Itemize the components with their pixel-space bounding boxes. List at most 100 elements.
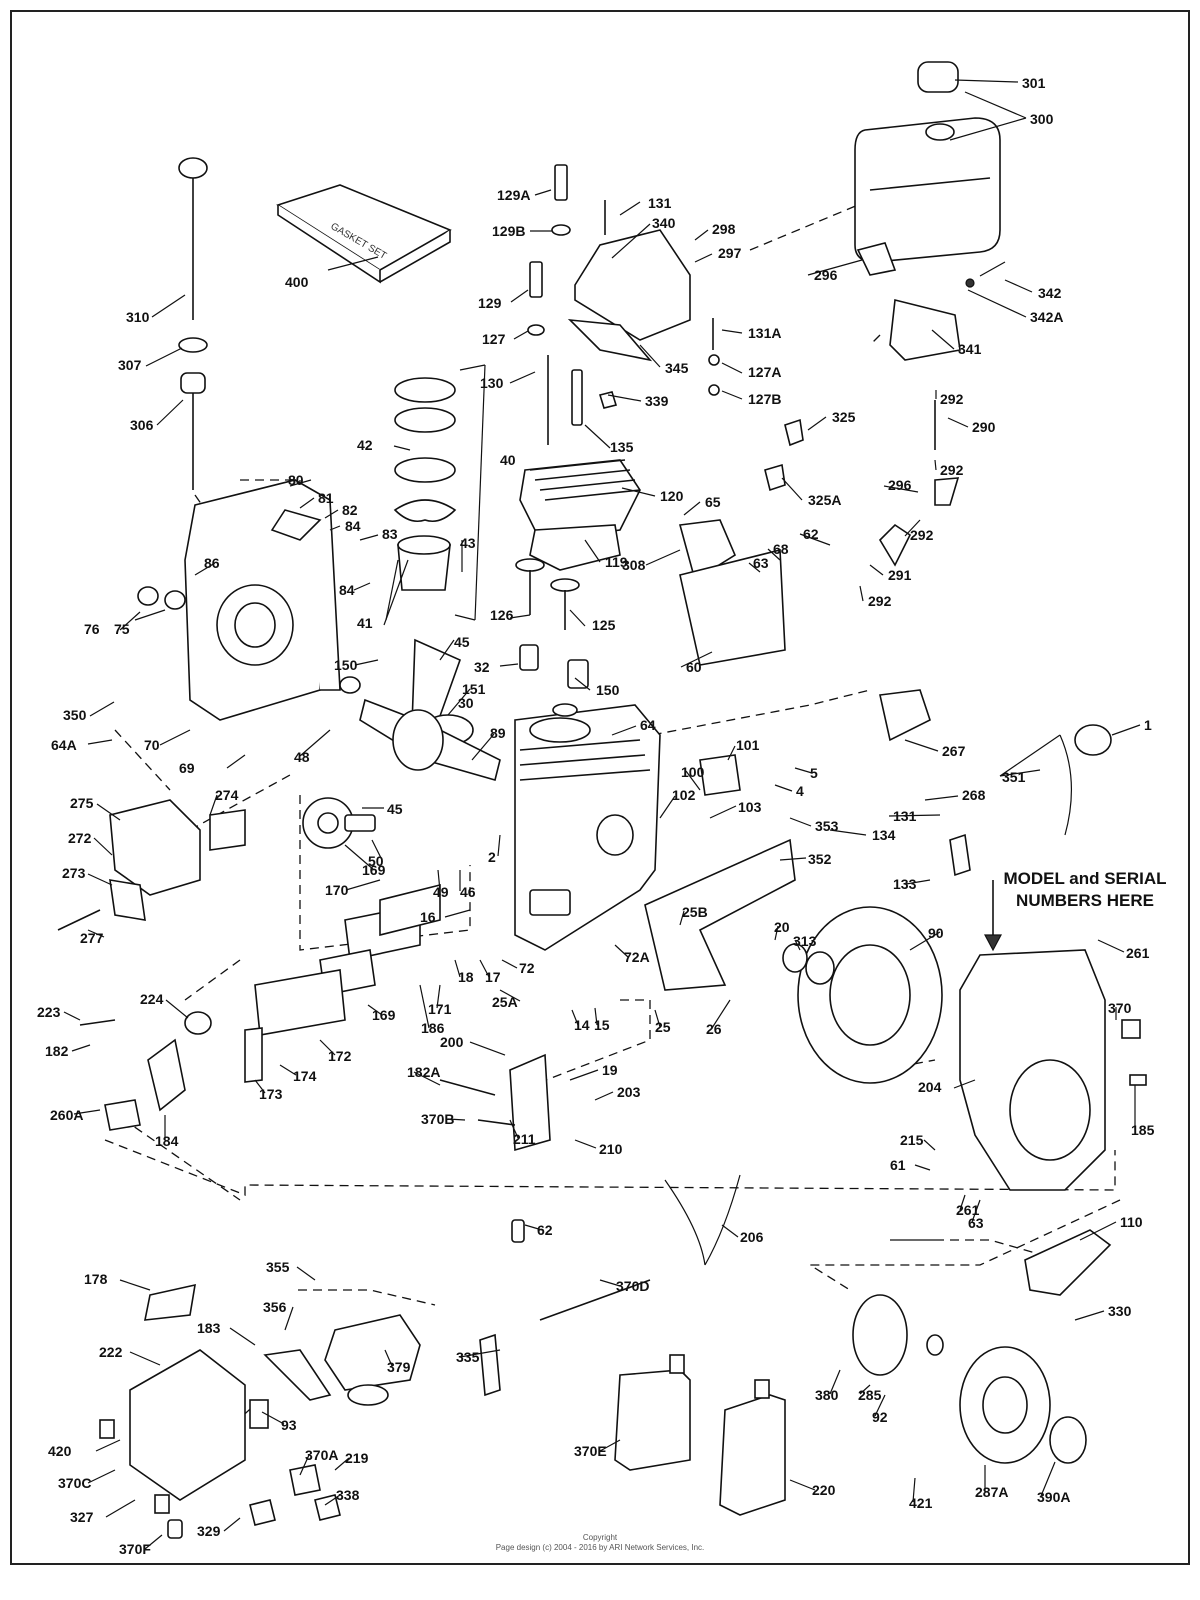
leader-line: [574, 1139, 597, 1149]
part-label-301: 301: [1022, 75, 1046, 91]
leader-line: [447, 688, 471, 716]
leader-line: [721, 390, 743, 400]
part-label-222: 222: [99, 1344, 123, 1360]
leader-line: [912, 1477, 916, 1503]
leader-line: [685, 770, 701, 791]
part-label-2: 2: [488, 849, 496, 865]
leader-line: [574, 677, 591, 691]
part-label-134: 134: [872, 827, 896, 843]
leader-line: [344, 844, 375, 871]
part-label-48: 48: [294, 749, 310, 765]
leader-line: [469, 1041, 506, 1056]
part-label-292: 292: [940, 391, 964, 407]
leader-line: [774, 784, 793, 792]
part-label-182: 182: [45, 1043, 69, 1059]
leader-line: [859, 585, 864, 602]
leader-line: [959, 1194, 966, 1211]
part-label-355: 355: [266, 1259, 290, 1275]
part-label-61: 61: [890, 1157, 906, 1173]
leader-line: [194, 562, 216, 576]
part-label-329: 329: [197, 1523, 221, 1539]
leader-line: [393, 445, 411, 451]
leader-line: [296, 1266, 316, 1281]
part-label-300: 300: [1030, 111, 1054, 127]
leader-line: [954, 79, 1019, 83]
part-label-25: 25: [655, 1019, 671, 1035]
part-label-83: 83: [382, 526, 398, 542]
part-label-400: 400: [285, 274, 309, 290]
part-label-272: 272: [68, 830, 92, 846]
leader-line: [509, 371, 536, 384]
leader-line: [87, 873, 113, 886]
leader-line: [774, 925, 779, 941]
leader-line: [619, 201, 641, 216]
part-drawings: GASKET SET: [57, 61, 1147, 1539]
leader-line: [159, 729, 191, 746]
leader-line: [95, 1439, 121, 1452]
leader-line: [499, 989, 521, 1002]
leader-line: [509, 1119, 519, 1139]
part-label-335: 335: [456, 1349, 480, 1365]
leader-line: [299, 497, 315, 509]
leader-line: [261, 1411, 285, 1425]
leader-line: [96, 803, 121, 821]
part-label-65: 65: [705, 494, 721, 510]
leader-line: [829, 829, 867, 836]
leader-line: [904, 519, 921, 537]
part-label-25b: 25B: [682, 904, 708, 920]
part-label-421: 421: [909, 1495, 933, 1511]
part-label-169: 169: [372, 1007, 396, 1023]
part-label-183: 183: [197, 1320, 221, 1336]
model-serial-note-line1: MODEL and SERIAL: [1003, 869, 1167, 888]
part-label-14: 14: [574, 1017, 590, 1033]
part-label-82: 82: [342, 502, 358, 518]
part-label-420: 420: [48, 1443, 72, 1459]
leader-line: [799, 533, 831, 546]
leader-lines: [63, 79, 1141, 1550]
leader-line: [874, 1394, 886, 1417]
part-label-292: 292: [868, 593, 892, 609]
part-label-287a: 287A: [975, 1484, 1008, 1500]
part-label-129a: 129A: [497, 187, 530, 203]
leader-line: [439, 639, 455, 661]
leader-line: [569, 609, 586, 627]
leader-line: [223, 1517, 241, 1532]
part-label-69: 69: [179, 760, 195, 776]
part-label-370f: 370F: [119, 1541, 151, 1557]
part-label-184: 184: [155, 1133, 179, 1149]
part-label-68: 68: [773, 541, 789, 557]
model-serial-note-line2: NUMBERS HERE: [1016, 891, 1154, 910]
part-label-390a: 390A: [1037, 1489, 1070, 1505]
leader-line: [156, 399, 184, 426]
leader-line: [471, 733, 495, 761]
leader-line: [694, 229, 709, 241]
part-label-80: 80: [288, 472, 304, 488]
part-label-129b: 129B: [492, 223, 525, 239]
part-label-308: 308: [622, 557, 646, 573]
part-label-174: 174: [293, 1068, 317, 1084]
leader-line: [779, 857, 807, 861]
part-label-210: 210: [599, 1141, 623, 1157]
part-label-290: 290: [972, 419, 996, 435]
leader-line: [949, 117, 1027, 141]
leader-line: [226, 754, 246, 769]
part-label-63: 63: [968, 1215, 984, 1231]
leader-line: [727, 745, 736, 761]
leader-line: [384, 1349, 393, 1367]
leader-line: [683, 501, 701, 516]
leader-line: [869, 564, 884, 576]
leader-line: [967, 289, 1027, 318]
leader-line: [510, 289, 529, 303]
leader-line: [359, 534, 379, 541]
leader-line: [789, 817, 812, 827]
leader-line: [499, 663, 519, 667]
part-label-120: 120: [660, 488, 684, 504]
leader-line: [145, 347, 183, 367]
part-label-63: 63: [753, 555, 769, 571]
part-label-92: 92: [872, 1409, 888, 1425]
leader-line: [924, 795, 959, 801]
leader-line: [383, 559, 409, 626]
leader-line: [87, 929, 105, 938]
leader-line: [509, 614, 531, 619]
